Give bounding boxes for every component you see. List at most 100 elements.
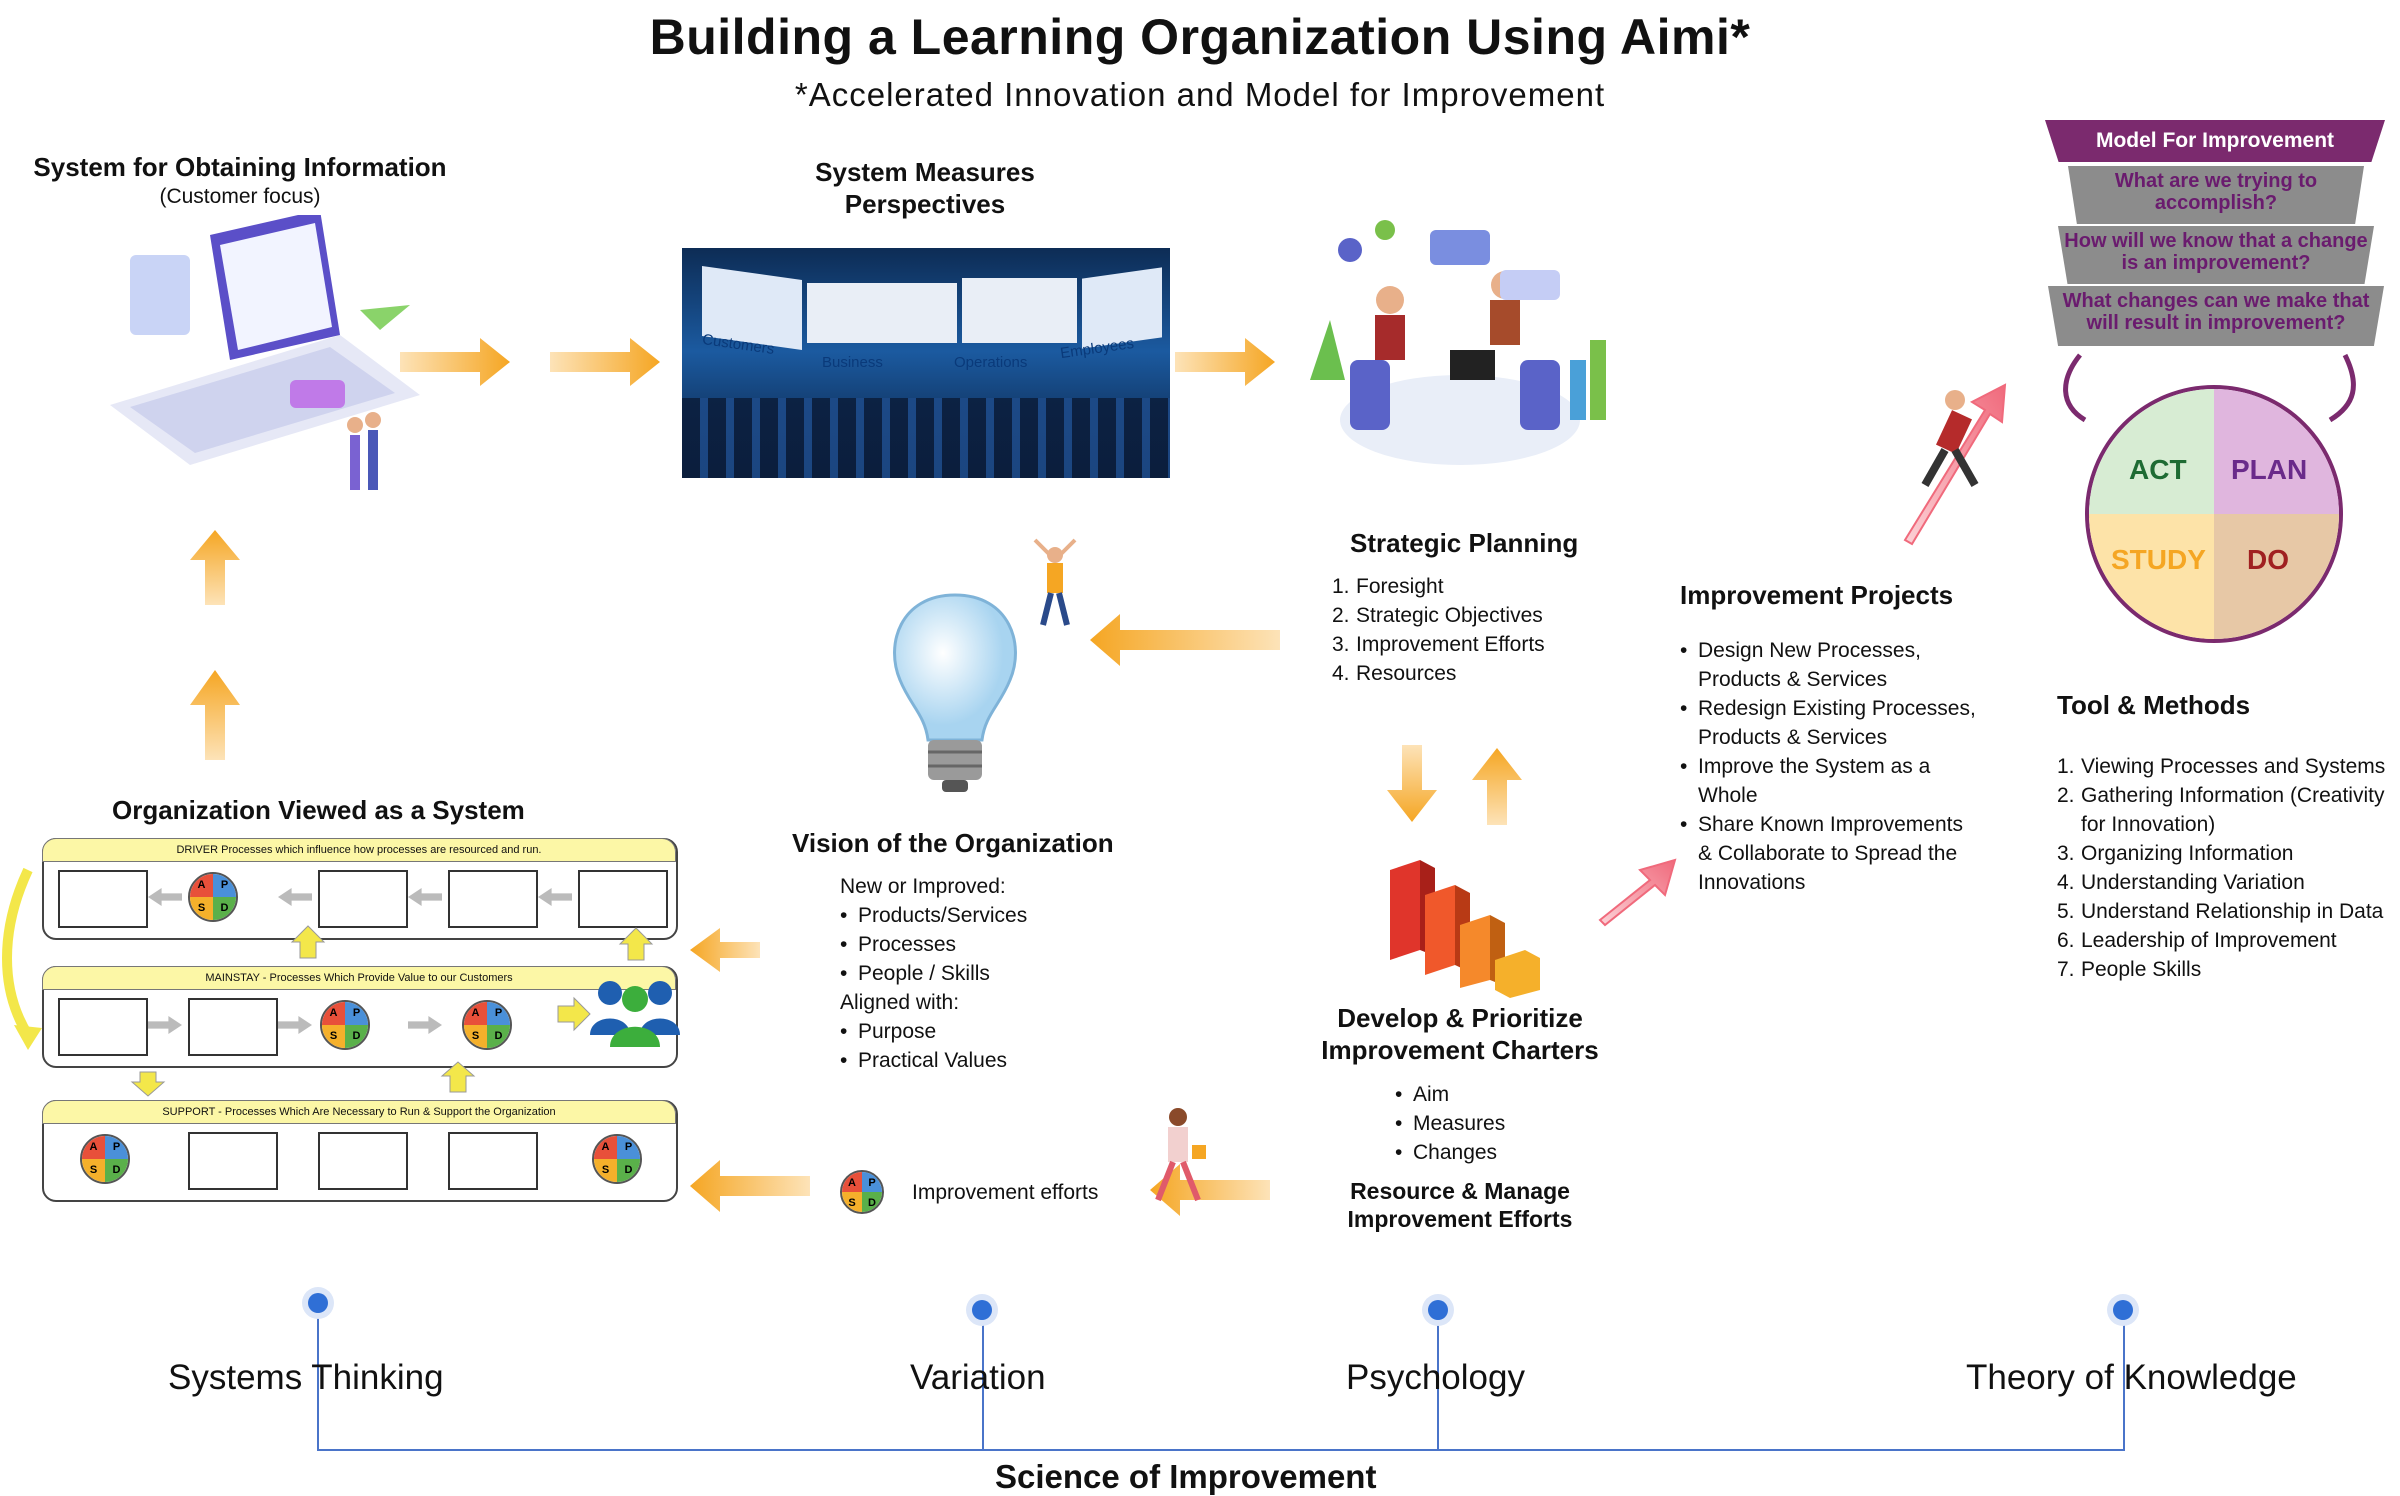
strategic-item: 2.Strategic Objectives [1332,604,1543,627]
vision-item: Processes [840,930,1027,959]
resource-title-1: Resource & Manage [1350,1178,1570,1204]
runner-illustration [1921,390,1979,487]
tool-item: 1.Viewing Processes and Systems [2057,755,2386,778]
walking-person-icon [1155,1108,1206,1202]
pdsa-act: ACT [2129,454,2187,485]
lane-arrows [130,925,654,1097]
improvement-efforts-label: Improvement efforts [912,1181,1099,1204]
strategic-item: 1.Foresight [1332,575,1444,598]
tool-item: 7.People Skills [2057,958,2202,981]
driver-header: DRIVER Processes which influence how pro… [42,838,676,862]
charter-item: Aim [1395,1080,1505,1109]
vision-item: People / Skills [840,959,1027,988]
measures-title-1: System Measures [815,157,1035,187]
cycle-arrow [2,867,33,1038]
obtaining-title: System for Obtaining Information [33,152,447,182]
process-box [578,870,668,928]
obtaining-subtitle: (Customer focus) [159,185,321,208]
arrow-right-1 [400,338,510,386]
project-item: Improve the System as a Whole [1680,752,1980,810]
process-box [318,870,408,928]
process-box [188,1132,278,1190]
project-item: Share Known Improvements & Collaborate t… [1680,810,1980,897]
vision-item: Practical Values [840,1046,1007,1075]
mfi-question-1: What are we trying to accomplish? [2068,166,2364,224]
panel-business: Business [822,354,883,371]
tool-item: 6.Leadership of Improvement [2057,929,2337,952]
control-room-image: Customers Business Operations Employees [682,248,1170,478]
pdsa-plan: PLAN [2231,454,2308,485]
foundation-variation: Variation [910,1358,1046,1397]
projects-list: Design New Processes, Products & Service… [1680,636,1980,897]
arrow-right-3 [1175,338,1275,386]
strategic-item: 3.Improvement Efforts [1332,633,1545,656]
vision-list-2: Purpose Practical Values [840,1017,1007,1075]
arrow-up-1 [190,530,240,605]
arrow-left-runner [1150,1164,1270,1216]
tool-item: 4.Understanding Variation [2057,871,2305,894]
mfi-question-3: What changes can we make that will resul… [2048,286,2384,346]
science-of-improvement: Science of Improvement [995,1458,1377,1495]
process-box [318,1132,408,1190]
process-box [448,1132,538,1190]
pdsa-do: DO [2247,544,2289,575]
page-subtitle: *Accelerated Innovation and Model for Im… [794,76,1606,113]
vision-item: Purpose [840,1017,1007,1046]
tool-item: 3.Organizing Information [2057,842,2294,865]
project-item: Redesign Existing Processes, Products & … [1680,694,1980,752]
org-title: Organization Viewed as a System [112,795,525,825]
pdsa-study: STUDY [2111,544,2206,575]
measures-title-2: Perspectives [844,189,1006,219]
mainstay-header: MAINSTAY - Processes Which Provide Value… [42,966,676,990]
pink-arrow-1 [1598,858,1677,927]
strategic-title: Strategic Planning [1350,528,1579,558]
pink-arrow-2 [1903,383,2007,546]
bar-chart-icon [1390,860,1540,998]
laptop-illustration [110,215,420,490]
charters-title-1: Develop & Prioritize [1337,1003,1583,1033]
customers-group-icon [590,981,680,1047]
foundation-dot [2113,1300,2133,1320]
tool-item: 5.Understand Relationship in Data [2057,900,2384,923]
tools-list: 1.Viewing Processes and Systems 2.Gather… [2057,752,2392,984]
jumping-person-icon [1033,538,1077,626]
project-item: Design New Processes, Products & Service… [1680,636,1980,694]
arrow-up-2 [190,670,240,760]
vision-intro-2: Aligned with: [840,991,960,1014]
process-box [448,870,538,928]
foundation-dot [972,1300,992,1320]
strategic-list: 1.Foresight 2.Strategic Objectives 3.Imp… [1332,572,1545,688]
process-box [58,998,148,1056]
mfi-banner: Model For Improvement [2045,120,2385,162]
vision-item: Products/Services [840,901,1027,930]
panel-operations: Operations [954,354,1028,371]
foundation-theory-of-knowledge: Theory of Knowledge [1966,1358,2297,1397]
arrow-right-2 [550,338,660,386]
lightbulb-icon [893,593,1017,792]
arrow-left-vision [690,928,760,972]
arrow-down-strategic [1387,745,1437,822]
foundation-psychology: Psychology [1346,1358,1525,1397]
process-box [188,998,278,1056]
foundation-dot [308,1293,328,1313]
resource-title-2: Improvement Efforts [1347,1206,1573,1232]
projects-title: Improvement Projects [1680,580,1954,610]
arrow-left-bulb [1090,614,1280,666]
charters-list: Aim Measures Changes [1395,1080,1505,1167]
foundation-systems-thinking: Systems Thinking [168,1358,444,1397]
foundation-dot [1428,1300,1448,1320]
pdsa-cycle: ACT PLAN STUDY DO [2085,385,2343,643]
charter-item: Measures [1395,1109,1505,1138]
vision-intro-1: New or Improved: [840,875,1006,898]
vision-list-1: Products/Services Processes People / Ski… [840,901,1027,988]
foundation-line [317,1300,2125,1451]
vision-title: Vision of the Organization [792,828,1114,858]
strategic-item: 4.Resources [1332,662,1457,685]
support-header: SUPPORT - Processes Which Are Necessary … [42,1100,676,1124]
